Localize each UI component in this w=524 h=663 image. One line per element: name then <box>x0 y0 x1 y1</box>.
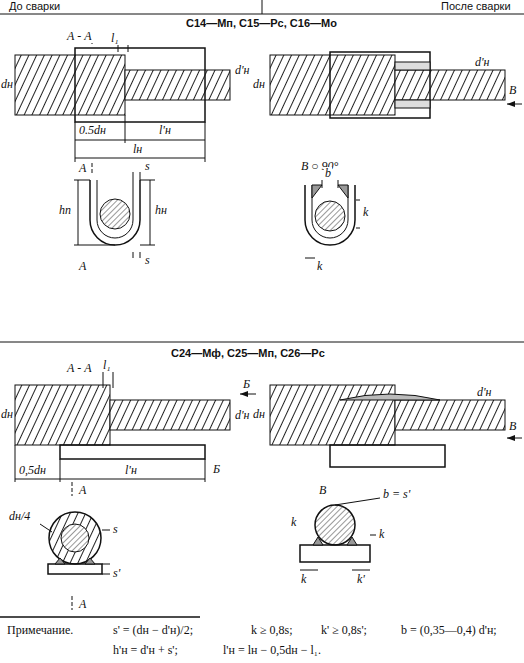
dimension-label: s <box>112 523 119 536</box>
note-text: Примечание. <box>6 624 74 637</box>
dimension-label: l'н <box>124 464 138 477</box>
dimension-label: b = s' <box>382 488 411 501</box>
note-text: b = (0,35—0,4) d'н; <box>400 624 498 637</box>
dimension-label: A <box>78 598 87 611</box>
heading-text: До сварки <box>8 0 61 13</box>
dimension-label: d'н <box>234 409 251 422</box>
dimension-label: lн <box>132 143 143 156</box>
dimension-label: l₁ <box>102 359 112 372</box>
note-text: l'н = lн − 0,5dн − l₁. <box>222 644 322 657</box>
dimension-label: k <box>362 206 369 219</box>
note-text: k ≥ 0,8s; <box>250 624 294 637</box>
heading-text: C24—Мф, C25—Мп, C26—Рс <box>170 347 326 360</box>
dimension-label: B <box>318 484 327 497</box>
dimension-label: s' <box>112 567 121 580</box>
dimension-label: k' <box>356 573 366 586</box>
dimension-label: d'н <box>234 64 251 77</box>
dimension-label: d'н <box>474 56 491 69</box>
dimension-label: k <box>378 528 385 541</box>
dimension-label: B <box>508 420 517 433</box>
dimension-label: dн <box>252 408 266 421</box>
dimension-label: A <box>78 162 87 175</box>
dimension-label: 0.5dн <box>78 124 107 137</box>
note-text: h'н = d'н + s'; <box>112 644 179 657</box>
dimension-label: hн <box>154 204 168 217</box>
dimension-label: А - А <box>66 362 93 375</box>
dimension-label: A <box>78 484 87 497</box>
dimension-label: s <box>144 254 151 267</box>
dimension-label: l'н <box>158 124 172 137</box>
dimension-label: В ○ 90° <box>300 160 339 173</box>
dimension-label: k <box>300 573 307 586</box>
dimension-label: B <box>508 84 517 97</box>
note-text: k' ≥ 0,8s'; <box>320 624 368 637</box>
dimension-label: l₁ <box>110 32 120 45</box>
dimension-label: А - А <box>66 30 93 43</box>
dimension-label: dн <box>0 78 14 91</box>
note-text: s' = (dн − d'н)/2; <box>112 624 194 637</box>
dimension-label: s <box>144 160 151 173</box>
dimension-label: dн/4 <box>8 510 31 523</box>
heading-text: C14—Мп, C15—Рс, C16—Мо <box>185 17 338 30</box>
dimension-label: Б <box>242 378 251 391</box>
dimension-label: hп <box>58 204 72 217</box>
dimension-label: Б <box>212 463 221 476</box>
dimension-label: k <box>290 516 297 529</box>
heading-text: После сварки <box>440 0 512 13</box>
dimension-label: dн <box>252 78 266 91</box>
dimension-label: 0,5dн <box>18 464 47 477</box>
dimension-label: d'н <box>476 386 493 399</box>
dimension-label: dн <box>0 408 14 421</box>
dimension-label: k <box>316 260 323 273</box>
dimension-label: b <box>324 167 332 180</box>
dimension-label: A <box>78 260 87 273</box>
